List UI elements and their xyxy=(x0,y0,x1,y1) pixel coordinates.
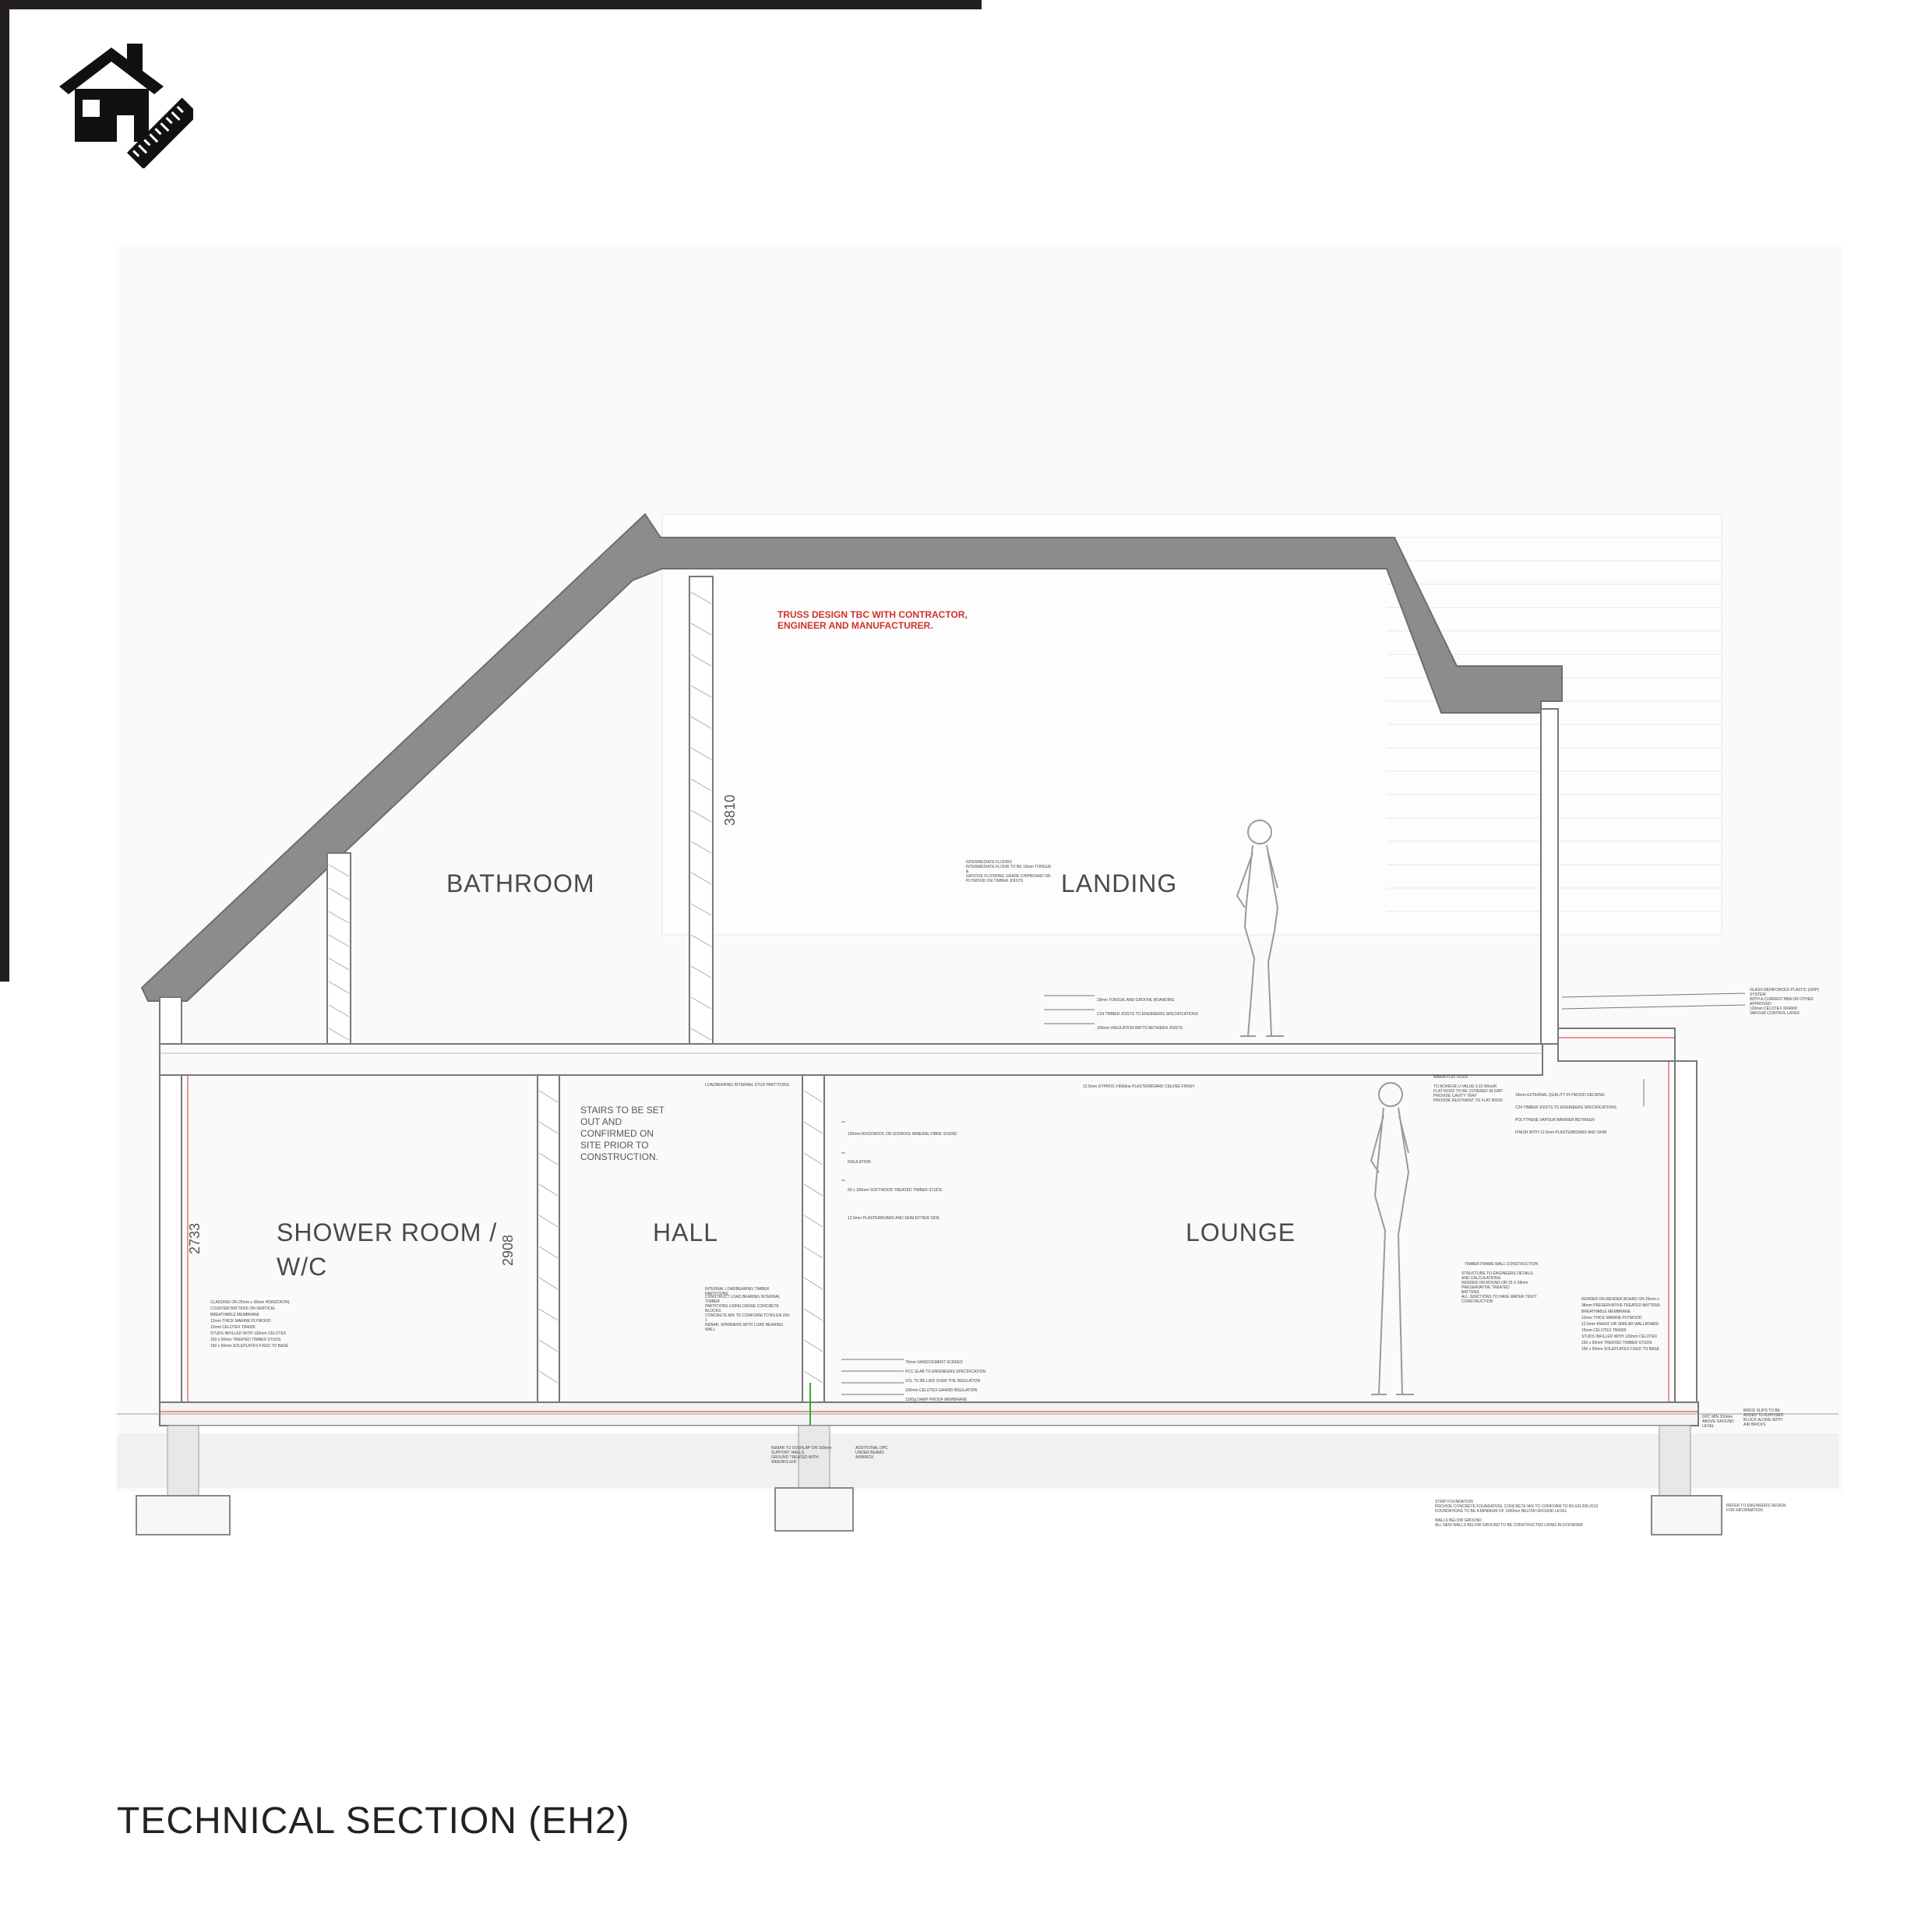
bathroom-landing-wall xyxy=(689,576,714,1045)
block-partition-note: CONSTRUCT LOAD BEARING INTERNAL TIMBER P… xyxy=(705,1295,791,1332)
stairs-note: STAIRS TO BE SET OUT AND CONFIRMED ON SI… xyxy=(580,1105,665,1162)
dpc-level-note: DPC MIN 150mm ABOVE GROUND LEVEL xyxy=(1702,1415,1734,1429)
roof-notes: TO ACHIEVE U-VALUE 0.15 W/m2K FLAT ROOF … xyxy=(1433,1084,1504,1103)
wall-insulation-hatch xyxy=(328,591,712,1041)
ground-wall-hatch xyxy=(538,1090,823,1384)
foundation-labels: REBAR TO OVERLAP ON 100mm SUPPORT WALLS … xyxy=(771,1446,832,1465)
bathroom-dormer-wall xyxy=(326,852,351,1045)
ceiling-note: 12.5mm GYPROC FIREline PLASTERBOARD CEIL… xyxy=(1083,1084,1194,1089)
dimension-2733: 2733 xyxy=(187,1222,203,1254)
room-label-hall: HALL xyxy=(653,1218,719,1246)
room-label-bathroom: BATHROOM xyxy=(446,869,595,897)
landing-right-wall xyxy=(1540,708,1559,1045)
left-wall-build-up: CLADDING ON 25mm x 38mm HORIZONTAL COUNT… xyxy=(210,1300,291,1349)
frame-left-border xyxy=(0,0,9,982)
right-external-wall xyxy=(1674,1060,1698,1403)
partition-note: LOADBEARING INTERNAL STUD PARTITIONS xyxy=(705,1083,789,1088)
masonry-partition-note: INTERNAL LOADBEARING TIMBER PARTITIONS xyxy=(705,1287,770,1296)
house-ruler-logo-icon xyxy=(59,44,193,168)
timber-frame-label: TIMBER FRAME WALL CONSTRUCTION xyxy=(1465,1262,1539,1267)
intermediate-floors-note: INTERMEDIATE FLOORS INTERMEDIATE FLOOR T… xyxy=(966,860,1052,883)
brick-slips-note: BRICK SLIPS TO BE ADDED TO EXPOSED BLOCK… xyxy=(1743,1408,1784,1427)
foundation-right xyxy=(1651,1495,1722,1535)
background-brick-wall xyxy=(661,513,1722,936)
floor-build-up-labels: 75mm SAND/CEMENT SCREED PCC SLAB TO ENGI… xyxy=(905,1360,986,1402)
left-upper-wall xyxy=(159,996,182,1045)
dimension-2908: 2908 xyxy=(500,1234,516,1266)
hall-lounge-wall xyxy=(802,1074,825,1403)
foundation-wall-right xyxy=(1659,1425,1691,1504)
intermediate-floor xyxy=(159,1043,1543,1076)
room-label-shower-room: SHOWER ROOM / W/C xyxy=(277,1218,498,1281)
dimension-3810: 3810 xyxy=(722,794,738,826)
foundation-wall-middle xyxy=(798,1425,830,1497)
additional-dpc-label: ADDITIONAL DPC UNDER BEAMS AIRBRICK xyxy=(855,1446,888,1460)
frame-top-border xyxy=(0,0,982,9)
foundation-left xyxy=(136,1495,231,1535)
ground-band xyxy=(117,1433,1839,1488)
person-figure-landing xyxy=(1236,820,1284,1037)
foundation-middle xyxy=(774,1487,854,1532)
roof-section xyxy=(140,513,1563,1002)
room-label-landing: LANDING xyxy=(1061,869,1178,897)
room-label-lounge: LOUNGE xyxy=(1186,1218,1296,1246)
person-figure-lounge xyxy=(1370,1082,1414,1395)
page-title: TECHNICAL SECTION (EH2) xyxy=(117,1800,630,1842)
stud-partition-labels: 100mm ROCKWOOL OR ISOWOOL MINERAL FIBRE … xyxy=(848,1132,957,1221)
truss-design-note: TRUSS DESIGN TBC WITH CONTRACTOR, ENGINE… xyxy=(777,609,968,631)
strip-foundation-note: STRIP FOUNDATION PROVIDE CONCRETE FOUNDA… xyxy=(1435,1500,1599,1528)
left-external-wall xyxy=(159,1074,182,1403)
leader-lines xyxy=(841,992,1746,1403)
timber-frame-notes: STRUCTURE TO ENGINEERS DETAILS AND CALCU… xyxy=(1461,1271,1537,1304)
flat-roof xyxy=(1557,1028,1676,1062)
right-wall-build-up: RENDER ON RENDER BOARD ON 25mm x 38mm PR… xyxy=(1581,1297,1661,1352)
grp-roof-labels: GLASS REINFORCED PLASTIC (GRP) SYSTEM WI… xyxy=(1750,988,1819,1016)
floor-build-labels: 18mm TONGUE AND GROOVE BOARDING C24 TIMB… xyxy=(1097,998,1198,1031)
warm-flat-roof-label: WARM FLAT ROOF xyxy=(1433,1075,1468,1080)
refer-engineer-note: REFER TO ENGINEERS DESIGN FOR INFORMATIO… xyxy=(1726,1504,1786,1513)
flat-roof-labels: 18mm EXTERNAL QUALITY PLYWOOD DECKING C2… xyxy=(1515,1093,1616,1135)
shower-hall-wall xyxy=(537,1074,560,1403)
